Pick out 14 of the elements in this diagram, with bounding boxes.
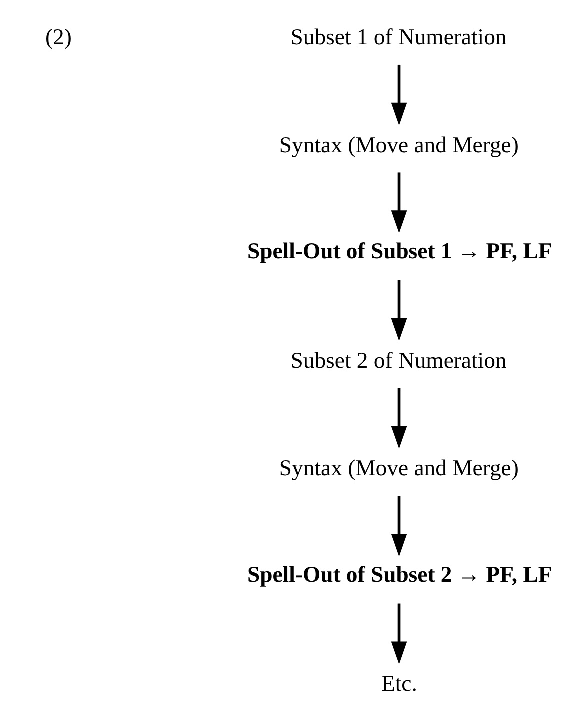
node-text: Spell-Out of Subset 2 → PF, LF bbox=[247, 562, 552, 587]
node-text: Subset 1 of Numeration bbox=[290, 24, 506, 50]
arrow bbox=[390, 64, 407, 126]
node-text: Syntax (Move and Merge) bbox=[278, 456, 518, 481]
arrow bbox=[390, 172, 407, 234]
node-text: Spell-Out of Subset 1 → PF, LF bbox=[247, 238, 552, 264]
node-text: Etc. bbox=[381, 671, 417, 696]
label: (2) bbox=[44, 24, 72, 50]
arrow bbox=[390, 604, 407, 664]
node-text: Syntax (Move and Merge) bbox=[278, 132, 518, 158]
arrow bbox=[390, 280, 407, 342]
node-text: Subset 2 of Numeration bbox=[290, 348, 506, 373]
arrow bbox=[390, 496, 407, 557]
arrow bbox=[390, 388, 407, 449]
